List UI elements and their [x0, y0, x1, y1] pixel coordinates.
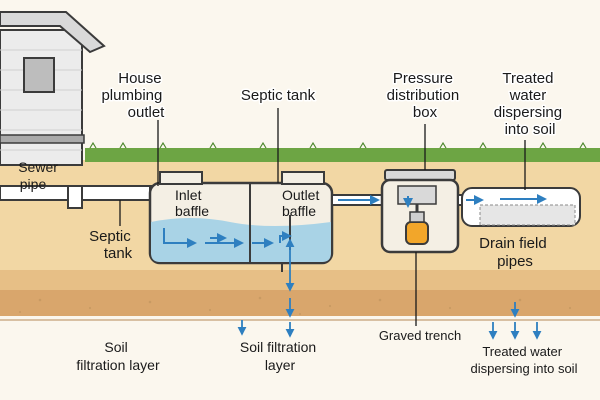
label-outlet-baffle: Outlet baffle	[282, 187, 323, 219]
label-treated-water-bottom: Treated water dispersing into soil	[471, 344, 578, 376]
label-soil-filtration-left: Soil filtration layer	[76, 339, 160, 373]
label-soil-filtration-center: Soil filtration layer	[240, 339, 320, 373]
dispersal-arrows	[237, 238, 542, 340]
label-drain-field-pipes: Drain field pipes	[479, 235, 551, 270]
pump-icon	[405, 221, 429, 245]
soil-bottom-layer	[0, 316, 600, 400]
grass-blades	[89, 141, 587, 149]
grass-strip	[85, 148, 600, 162]
outlet-pipe	[331, 194, 383, 206]
pressure-distribution-box	[380, 169, 460, 254]
label-pressure-distribution-box: Pressure distribution box	[387, 70, 464, 121]
soil-speckles	[19, 296, 572, 315]
label-gravel-trench: Graved trench	[379, 328, 461, 343]
label-treated-water-top: Treated water dispersing into soil	[494, 70, 567, 138]
drain-field-pipe	[457, 187, 581, 227]
label-septic-tank-top: Septic tank	[241, 87, 316, 104]
label-sewer-pipe: Sewer pipe	[18, 159, 62, 192]
label-inlet-baffle: Inlet baffle	[175, 187, 209, 219]
label-house-plumbing-outlet: House plumbing outlet	[101, 70, 166, 121]
house	[0, 11, 106, 166]
soil-dark-layer	[0, 290, 600, 320]
label-septic-tank-side: Septic tank	[89, 228, 135, 262]
tank-flow-arrows	[163, 228, 292, 248]
leader-lines	[119, 108, 526, 326]
house-window	[23, 57, 55, 93]
